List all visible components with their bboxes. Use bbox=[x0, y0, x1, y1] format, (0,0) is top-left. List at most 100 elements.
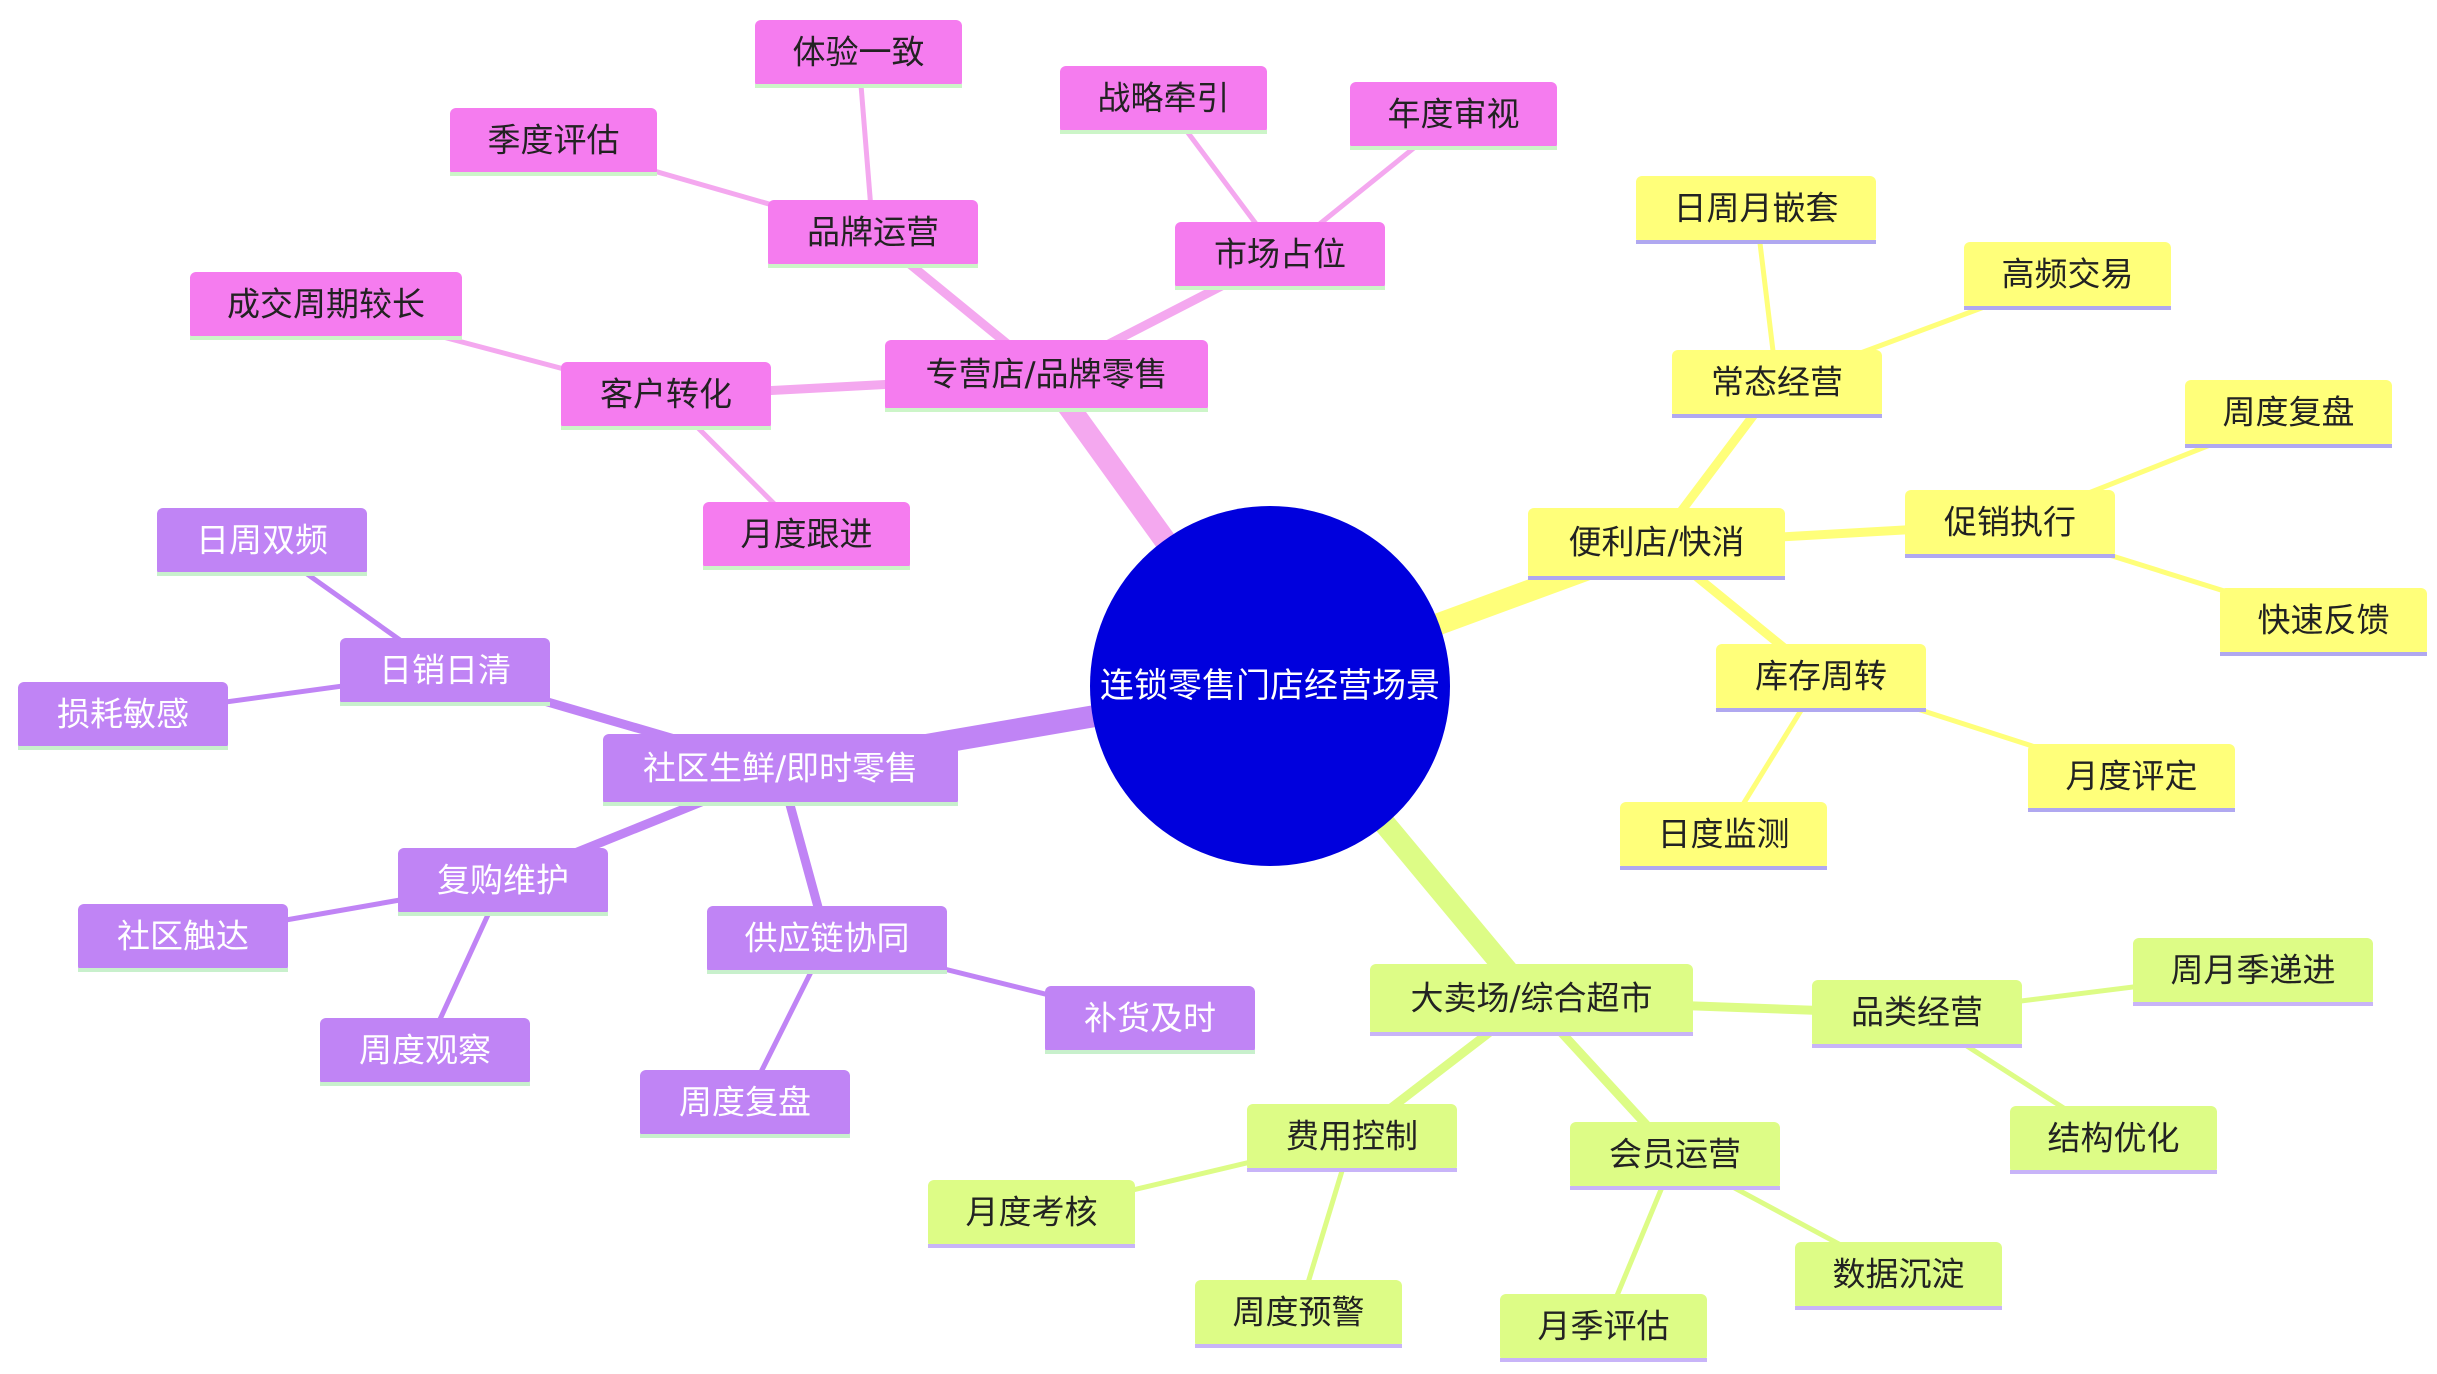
leaf-node-2-0-0-label: 周月季递进 bbox=[2171, 951, 2336, 990]
leaf-node-1-1-1-underline bbox=[2220, 652, 2427, 656]
branch-node-1-label: 便利店/快消 bbox=[1568, 523, 1744, 562]
branch-node-3-underline bbox=[603, 802, 958, 806]
root-label: 连锁零售门店经营场景 bbox=[1100, 666, 1440, 706]
branch-node-0-label: 专营店/品牌零售 bbox=[925, 355, 1167, 394]
branch-node-2-underline bbox=[1370, 1032, 1693, 1036]
child-node-1-2[interactable]: 库存周转 bbox=[1716, 644, 1926, 712]
child-node-0-1-underline bbox=[1175, 286, 1385, 290]
child-node-3-2[interactable]: 供应链协同 bbox=[707, 906, 947, 974]
leaf-node-2-0-0-underline bbox=[2133, 1002, 2373, 1006]
child-node-3-2-box bbox=[707, 906, 947, 974]
branch-node-3-label: 社区生鲜/即时零售 bbox=[643, 749, 918, 788]
child-node-2-1[interactable]: 费用控制 bbox=[1247, 1104, 1457, 1172]
child-node-0-1[interactable]: 市场占位 bbox=[1175, 222, 1385, 290]
leaf-node-1-2-1-underline bbox=[1620, 866, 1827, 870]
leaf-node-1-1-0[interactable]: 周度复盘 bbox=[2185, 380, 2392, 448]
branch-node-2[interactable]: 大卖场/综合超市 bbox=[1370, 964, 1693, 1036]
leaf-node-1-0-0[interactable]: 日周月嵌套 bbox=[1636, 176, 1876, 244]
child-node-2-2-label: 会员运营 bbox=[1609, 1135, 1741, 1174]
leaf-node-3-0-1-box bbox=[18, 682, 228, 750]
leaf-node-0-0-1-underline bbox=[450, 172, 657, 176]
leaf-node-3-2-0-box bbox=[1045, 986, 1255, 1054]
leaf-node-0-1-0-underline bbox=[1060, 130, 1267, 134]
child-node-3-1[interactable]: 复购维护 bbox=[398, 848, 608, 916]
leaf-node-2-1-0-box bbox=[928, 1180, 1135, 1248]
leaf-node-2-2-0-underline bbox=[1500, 1358, 1707, 1362]
leaf-node-2-2-1-underline bbox=[1795, 1306, 2002, 1310]
leaf-node-3-1-0[interactable]: 社区触达 bbox=[78, 904, 288, 972]
child-node-3-1-underline bbox=[398, 912, 608, 916]
leaf-node-0-0-1[interactable]: 季度评估 bbox=[450, 108, 657, 176]
leaf-node-1-0-0-label: 日周月嵌套 bbox=[1674, 189, 1839, 228]
child-node-0-2[interactable]: 客户转化 bbox=[561, 362, 771, 430]
leaf-node-0-0-0-underline bbox=[755, 84, 962, 88]
leaf-node-3-1-1[interactable]: 周度观察 bbox=[320, 1018, 530, 1086]
child-node-1-0[interactable]: 常态经营 bbox=[1672, 350, 1882, 418]
leaf-node-1-2-1-box bbox=[1620, 802, 1827, 870]
leaf-node-3-2-1[interactable]: 周度复盘 bbox=[640, 1070, 850, 1138]
child-node-1-0-box bbox=[1672, 350, 1882, 418]
leaf-node-2-1-1[interactable]: 周度预警 bbox=[1195, 1280, 1402, 1348]
leaf-node-1-0-1[interactable]: 高频交易 bbox=[1964, 242, 2171, 310]
child-node-3-0[interactable]: 日销日清 bbox=[340, 638, 550, 706]
child-node-1-0-label: 常态经营 bbox=[1711, 363, 1843, 402]
leaf-node-3-2-0-underline bbox=[1045, 1050, 1255, 1054]
leaf-node-0-0-0-box bbox=[755, 20, 962, 88]
leaf-node-2-2-0-label: 月季评估 bbox=[1538, 1307, 1670, 1346]
leaf-node-2-0-1[interactable]: 结构优化 bbox=[2010, 1106, 2217, 1174]
leaf-node-1-1-1[interactable]: 快速反馈 bbox=[2220, 588, 2427, 656]
leaf-node-0-1-1[interactable]: 年度审视 bbox=[1350, 82, 1557, 150]
leaf-node-3-1-1-box bbox=[320, 1018, 530, 1086]
leaf-node-3-0-0-box bbox=[157, 508, 367, 576]
leaf-node-2-1-0-label: 月度考核 bbox=[966, 1193, 1098, 1232]
child-node-0-0[interactable]: 品牌运营 bbox=[768, 200, 978, 268]
leaf-node-2-1-1-underline bbox=[1195, 1344, 1402, 1348]
leaf-node-1-1-1-box bbox=[2220, 588, 2427, 656]
child-node-0-2-box bbox=[561, 362, 771, 430]
child-node-0-2-underline bbox=[561, 426, 771, 430]
leaf-node-1-2-1-label: 日度监测 bbox=[1658, 815, 1790, 854]
leaf-node-3-2-1-label: 周度复盘 bbox=[679, 1083, 811, 1122]
leaf-node-2-1-0[interactable]: 月度考核 bbox=[928, 1180, 1135, 1248]
leaf-node-0-2-1-underline bbox=[703, 566, 910, 570]
child-node-1-2-label: 库存周转 bbox=[1755, 657, 1887, 696]
leaf-node-3-0-1[interactable]: 损耗敏感 bbox=[18, 682, 228, 750]
leaf-node-0-0-1-label: 季度评估 bbox=[488, 121, 620, 160]
child-node-0-2-label: 客户转化 bbox=[600, 375, 732, 414]
leaf-node-0-2-1[interactable]: 月度跟进 bbox=[703, 502, 910, 570]
leaf-node-2-2-0[interactable]: 月季评估 bbox=[1500, 1294, 1707, 1362]
leaf-node-0-1-1-box bbox=[1350, 82, 1557, 150]
leaf-node-2-1-1-box bbox=[1195, 1280, 1402, 1348]
leaf-node-3-2-0[interactable]: 补货及时 bbox=[1045, 986, 1255, 1054]
leaf-node-0-2-0[interactable]: 成交周期较长 bbox=[190, 272, 462, 340]
leaf-node-1-0-1-box bbox=[1964, 242, 2171, 310]
leaf-node-3-0-0[interactable]: 日周双频 bbox=[157, 508, 367, 576]
leaf-node-2-0-0[interactable]: 周月季递进 bbox=[2133, 938, 2373, 1006]
leaf-node-1-1-0-label: 周度复盘 bbox=[2223, 393, 2355, 432]
branch-node-1[interactable]: 便利店/快消 bbox=[1528, 508, 1785, 580]
branch-node-1-underline bbox=[1528, 576, 1785, 580]
leaf-node-3-1-0-underline bbox=[78, 968, 288, 972]
branch-node-0[interactable]: 专营店/品牌零售 bbox=[885, 340, 1208, 412]
child-node-2-2[interactable]: 会员运营 bbox=[1570, 1122, 1780, 1190]
branch-node-3[interactable]: 社区生鲜/即时零售 bbox=[603, 734, 958, 806]
child-node-2-0[interactable]: 品类经营 bbox=[1812, 980, 2022, 1048]
leaf-node-2-1-1-label: 周度预警 bbox=[1233, 1293, 1365, 1332]
leaf-node-3-1-0-label: 社区触达 bbox=[117, 917, 249, 956]
leaf-node-1-2-1[interactable]: 日度监测 bbox=[1620, 802, 1827, 870]
leaf-node-2-0-1-label: 结构优化 bbox=[2048, 1119, 2180, 1158]
child-node-1-2-box bbox=[1716, 644, 1926, 712]
leaf-node-0-0-0[interactable]: 体验一致 bbox=[755, 20, 962, 88]
child-node-1-1-box bbox=[1905, 490, 2115, 558]
leaf-node-0-1-0[interactable]: 战略牵引 bbox=[1060, 66, 1267, 134]
child-node-0-1-box bbox=[1175, 222, 1385, 290]
leaf-node-2-2-1[interactable]: 数据沉淀 bbox=[1795, 1242, 2002, 1310]
leaf-node-0-2-1-label: 月度跟进 bbox=[741, 515, 873, 554]
child-node-1-0-underline bbox=[1672, 414, 1882, 418]
leaf-node-3-2-1-underline bbox=[640, 1134, 850, 1138]
root-node[interactable]: 连锁零售门店经营场景 bbox=[1090, 506, 1450, 866]
child-node-1-1[interactable]: 促销执行 bbox=[1905, 490, 2115, 558]
branch-node-1-box bbox=[1528, 508, 1785, 580]
leaf-node-1-2-0[interactable]: 月度评定 bbox=[2028, 744, 2235, 812]
